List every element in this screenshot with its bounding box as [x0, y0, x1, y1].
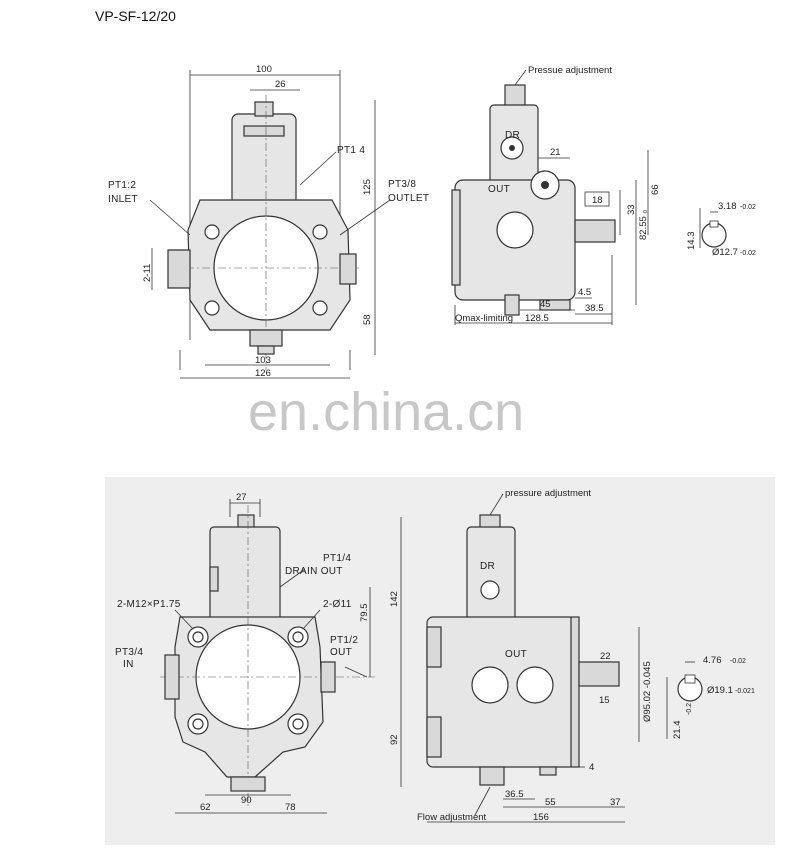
- dim-bottom-inner: 103: [255, 355, 271, 366]
- label-inlet: IN: [123, 659, 134, 670]
- label-holes: 2-Ø11: [323, 599, 352, 610]
- dim-90: 90: [241, 795, 252, 806]
- dim-92: 92: [389, 734, 400, 745]
- dim-128-5: 128.5: [525, 313, 549, 324]
- label-outlet-size: PT3/8: [388, 179, 416, 190]
- dim-height-upper: 125: [362, 179, 373, 195]
- shaft-diameter-tol: -0.021: [735, 688, 755, 695]
- key-width: 4.76: [703, 655, 722, 666]
- label-pressure-adjustment: Pressue adjustment: [528, 65, 612, 76]
- key-width-tol: -0.02: [730, 658, 746, 665]
- dim-33: 33: [626, 204, 637, 215]
- label-out: OUT: [488, 184, 510, 195]
- dim-38-5: 38.5: [585, 303, 604, 314]
- label-inlet-size: PT3/4: [115, 647, 143, 658]
- dim-95: Ø95.02 -0.045: [642, 661, 653, 722]
- dim-18: 18: [592, 195, 603, 206]
- dim-156: 156: [533, 812, 549, 823]
- dim-qmax: Qmax-limiting: [455, 313, 513, 324]
- top-front-view: 100 26 PT1 4 PT1:2 INLET PT3/8 OUTLET 1: [108, 64, 429, 379]
- top-drawing: 100 26 PT1 4 PT1:2 INLET PT3/8 OUTLET 1: [108, 64, 756, 442]
- label-inlet: INLET: [108, 194, 138, 205]
- label-inlet-size: PT1:2: [108, 180, 136, 191]
- key-height: 14.3: [686, 232, 697, 251]
- key-height: 21.4: [672, 721, 683, 740]
- dim-142: 142: [389, 591, 400, 607]
- dim-55: 55: [545, 797, 556, 808]
- label-pressure-adjustment: pressure adjustment: [505, 488, 591, 499]
- bottom-drawing: 27 PT1/4 DRAIN OUT 2-M12×P1.75 2-Ø11 79.…: [105, 477, 775, 845]
- label-bolts: 2-M12×P1.75: [117, 599, 181, 610]
- top-side-view: Pressue adjustment DR OUT 21 18 33 66 82…: [451, 65, 756, 325]
- dim-27: 27: [236, 492, 247, 503]
- dim-78: 78: [285, 802, 296, 813]
- bottom-side-view: pressure adjustment DR OUT 22 15 Ø95.02 …: [417, 488, 755, 823]
- dim-79-5: 79.5: [359, 604, 370, 623]
- label-flow-adjustment: Flow adjustment: [417, 812, 487, 823]
- watermark: en.china.cn: [248, 382, 524, 442]
- dim-15: 15: [599, 695, 610, 706]
- dim-4-5: 4.5: [578, 287, 591, 298]
- label-outlet: OUTLET: [388, 193, 429, 204]
- label-outlet-size: PT1/2: [330, 635, 358, 646]
- drawing-title: VP-SF-12/20: [95, 8, 176, 24]
- key-width-tol: -0.02: [740, 204, 756, 211]
- dim-top-width: 26: [275, 79, 286, 90]
- dim-side-mark: 2-11: [142, 264, 153, 282]
- shaft-diameter-tol: -0.02: [740, 250, 756, 257]
- label-dr: DR: [505, 130, 520, 141]
- dim-66: 66: [650, 184, 661, 195]
- dim-82: 82.55 ₀: [638, 210, 649, 240]
- dim-62: 62: [200, 802, 211, 813]
- dim-36-5: 36.5: [505, 789, 524, 800]
- dim-45: 45: [540, 299, 551, 310]
- key-height-tol: -0.2: [686, 703, 693, 715]
- label-dr: DR: [480, 561, 495, 572]
- label-drain-size: PT1/4: [323, 553, 351, 564]
- dim-width: 100: [256, 64, 272, 75]
- shaft-diameter: Ø12.7: [712, 247, 738, 258]
- dim-bottom-outer: 126: [255, 368, 271, 379]
- label-outlet: OUT: [330, 647, 352, 658]
- dim-22: 22: [600, 651, 611, 662]
- label-out: OUT: [505, 649, 527, 660]
- bottom-front-view: 27 PT1/4 DRAIN OUT 2-M12×P1.75 2-Ø11 79.…: [115, 492, 402, 814]
- label-drain: DRAIN OUT: [285, 566, 343, 577]
- dim-21: 21: [550, 147, 561, 158]
- dim-height-lower: 58: [362, 314, 373, 325]
- dim-37: 37: [610, 797, 621, 808]
- shaft-diameter: Ø19.1: [707, 685, 733, 696]
- dim-4: 4: [589, 762, 594, 773]
- key-width: 3.18: [718, 201, 737, 212]
- label-drain-size: PT1 4: [337, 145, 365, 156]
